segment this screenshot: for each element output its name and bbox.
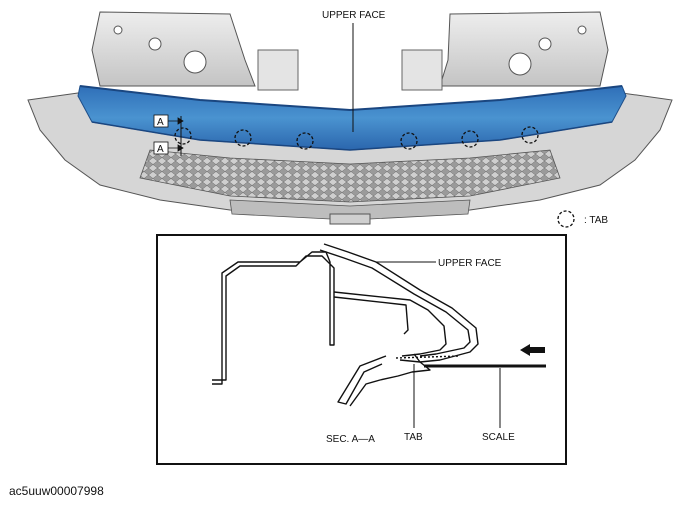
section-view: UPPER FACE TAB SCALE SEC. A—A xyxy=(156,234,567,465)
tab-marker xyxy=(461,130,479,148)
tab-markers xyxy=(174,126,539,150)
tab-legend-label: : TAB xyxy=(584,215,608,226)
tab-marker xyxy=(296,132,314,150)
tab-profile xyxy=(349,359,431,407)
tab-marker xyxy=(174,127,192,145)
insert-arrow xyxy=(520,344,545,356)
section-tab-label: TAB xyxy=(404,432,423,443)
figure-code: ac5uuw00007998 xyxy=(9,484,104,498)
upper-face-label: UPPER FACE xyxy=(322,10,386,21)
tab-legend-icon xyxy=(557,210,575,228)
grille-illustration: UPPER FACE A A : TAB xyxy=(27,10,673,228)
tab-marker xyxy=(521,126,539,144)
tab-marker xyxy=(234,129,252,147)
section-scale-label: SCALE xyxy=(482,432,515,443)
grille-profile-inner xyxy=(212,251,335,385)
section-title-label: SEC. A—A xyxy=(326,434,375,445)
section-frame xyxy=(156,234,567,465)
grille-mesh xyxy=(139,149,561,203)
tab-marker xyxy=(400,132,418,150)
left-bracket xyxy=(91,11,256,87)
section-marker-bottom: A xyxy=(157,144,164,155)
section-marker-top: A xyxy=(157,117,164,128)
section-upper-face-label: UPPER FACE xyxy=(438,258,502,269)
right-bracket xyxy=(439,11,609,87)
upper-face-shell xyxy=(323,243,479,363)
